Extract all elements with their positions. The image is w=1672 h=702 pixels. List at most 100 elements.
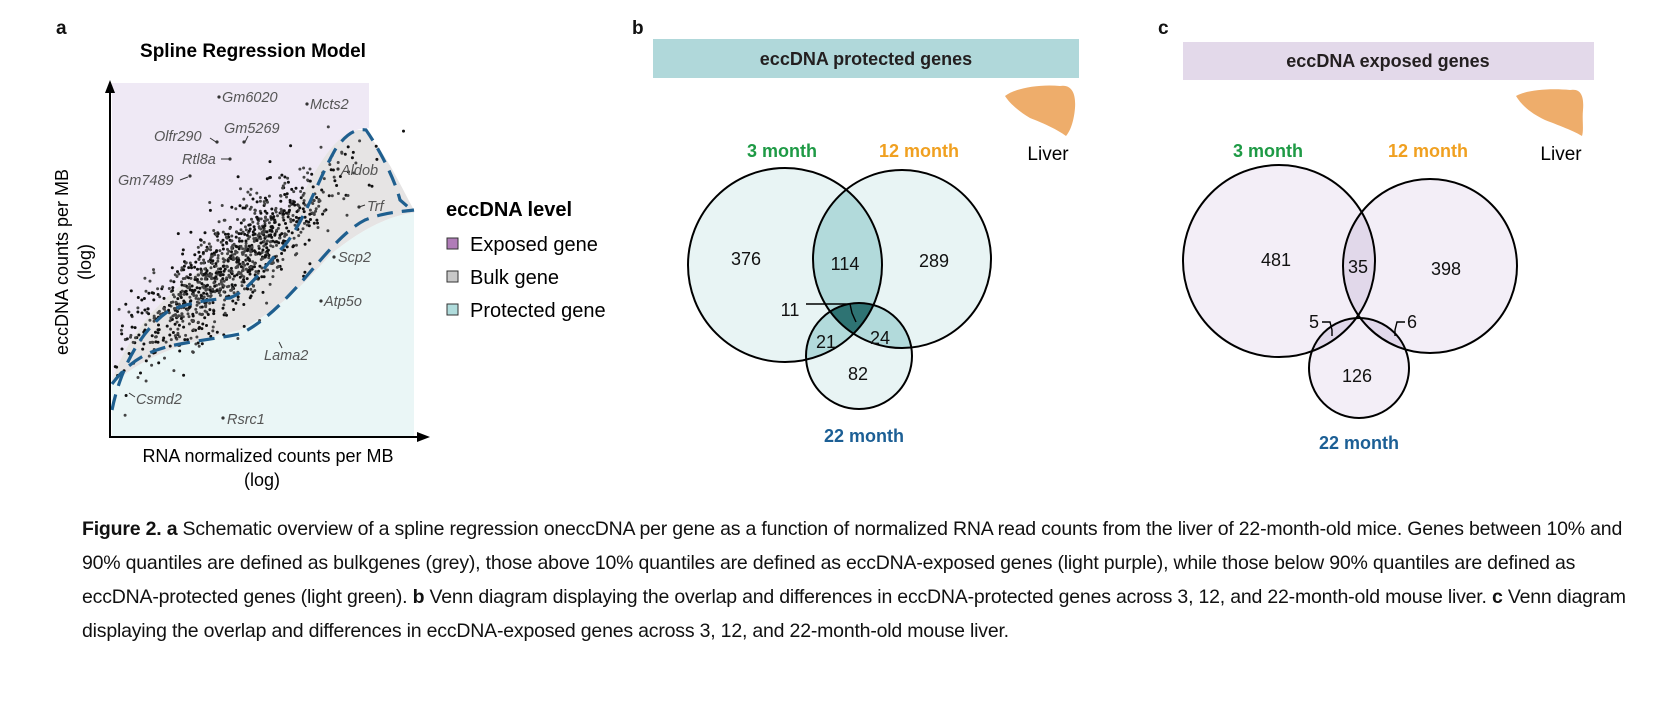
scatter-point xyxy=(194,260,198,264)
scatter-point xyxy=(136,376,140,379)
scatter-point xyxy=(248,193,252,197)
scatter-point xyxy=(246,262,250,266)
scatter-point xyxy=(281,216,285,219)
scatter-point xyxy=(241,247,245,251)
scatter-point xyxy=(265,301,269,305)
scatter-point xyxy=(187,276,190,280)
scatter-point xyxy=(173,322,177,326)
scatter-point xyxy=(162,296,166,300)
scatter-point xyxy=(198,286,202,290)
tissue-label-b: Liver xyxy=(1027,144,1069,165)
scatter-point xyxy=(244,241,248,245)
scatter-point xyxy=(263,202,267,206)
scatter-point xyxy=(247,229,251,233)
scatter-point xyxy=(211,301,215,305)
scatter-point xyxy=(229,254,233,258)
scatter-point xyxy=(211,287,215,291)
venn-b-circle-12month xyxy=(812,169,992,349)
scatter-point xyxy=(231,299,235,303)
venn-b-count-3-12: 114 xyxy=(831,254,860,274)
scatter-point xyxy=(221,247,225,251)
scatter-point xyxy=(230,272,234,276)
scatter-point xyxy=(277,265,280,268)
header-bar-exposed xyxy=(1183,42,1594,80)
scatter-point xyxy=(312,221,316,225)
scatter-point xyxy=(278,176,282,180)
scatter-point xyxy=(266,248,270,252)
scatter-point xyxy=(236,218,239,221)
scatter-point xyxy=(278,236,281,240)
scatter-point xyxy=(251,290,255,294)
scatter-point xyxy=(172,280,176,284)
scatter-point xyxy=(142,342,146,346)
scatter-point xyxy=(221,230,225,234)
scatter-point xyxy=(251,230,255,234)
scatter-point xyxy=(144,289,148,293)
venn-c-count-12-22: 6 xyxy=(1407,312,1417,332)
scatter-point xyxy=(123,413,127,417)
scatter-point xyxy=(259,211,263,215)
scatter-point xyxy=(256,271,260,275)
scatter-point xyxy=(197,258,201,261)
scatter-point xyxy=(230,250,233,254)
scatter-point xyxy=(209,295,212,298)
scatter-point xyxy=(242,197,246,201)
scatter-point xyxy=(183,301,187,305)
scatter-point xyxy=(137,333,141,337)
scatter-point xyxy=(227,249,231,253)
scatter-point xyxy=(260,266,264,270)
scatter-point xyxy=(236,264,240,268)
scatter-point xyxy=(196,273,200,277)
scatter-point xyxy=(143,276,147,280)
scatter-point xyxy=(212,229,216,232)
scatter-point xyxy=(321,190,325,194)
scatter-point xyxy=(146,307,150,311)
scatter-point xyxy=(180,289,184,293)
scatter-point xyxy=(330,194,334,198)
scatter-point xyxy=(195,335,199,339)
scatter-point xyxy=(282,209,286,213)
scatter-point xyxy=(196,245,200,249)
scatter-point xyxy=(252,225,256,229)
scatter-point xyxy=(269,216,273,220)
scatter-points xyxy=(113,125,405,417)
scatter-point xyxy=(176,310,179,313)
scatter-point xyxy=(350,156,354,160)
scatter-point xyxy=(283,181,287,185)
scatter-point xyxy=(308,167,312,171)
liver-icon xyxy=(1516,89,1584,136)
scatter-point xyxy=(169,327,173,331)
scatter-point xyxy=(218,249,222,253)
scatter-point xyxy=(156,331,160,335)
scatter-point xyxy=(152,298,156,302)
scatter-point xyxy=(280,252,284,255)
scatter-point xyxy=(201,312,204,316)
scatter-point xyxy=(234,249,238,253)
scatter-point xyxy=(254,252,258,256)
scatter-point xyxy=(265,177,269,181)
scatter-point xyxy=(261,290,265,294)
scatter-point xyxy=(241,252,245,256)
scatter-point xyxy=(217,282,221,286)
venn-b-label-3month: 3 month xyxy=(747,141,817,161)
scatter-point xyxy=(226,232,230,236)
scatter-point xyxy=(212,281,216,285)
scatter-point xyxy=(175,337,179,341)
scatter-point xyxy=(211,325,215,329)
scatter-point xyxy=(262,200,266,204)
scatter-point xyxy=(367,183,371,187)
scatter-point xyxy=(213,276,217,280)
scatter-point xyxy=(232,308,236,311)
scatter-point xyxy=(244,228,248,232)
scatter-point xyxy=(287,204,291,208)
scatter-point xyxy=(191,290,195,294)
scatter-point xyxy=(242,275,246,279)
gene-label-rsrc1: Rsrc1 xyxy=(227,412,265,428)
scatter-point xyxy=(197,290,201,294)
scatter-point xyxy=(203,267,207,271)
scatter-point xyxy=(233,283,237,287)
scatter-point xyxy=(209,266,213,270)
scatter-point xyxy=(136,306,140,310)
scatter-point xyxy=(273,208,277,212)
scatter-point xyxy=(184,333,188,337)
